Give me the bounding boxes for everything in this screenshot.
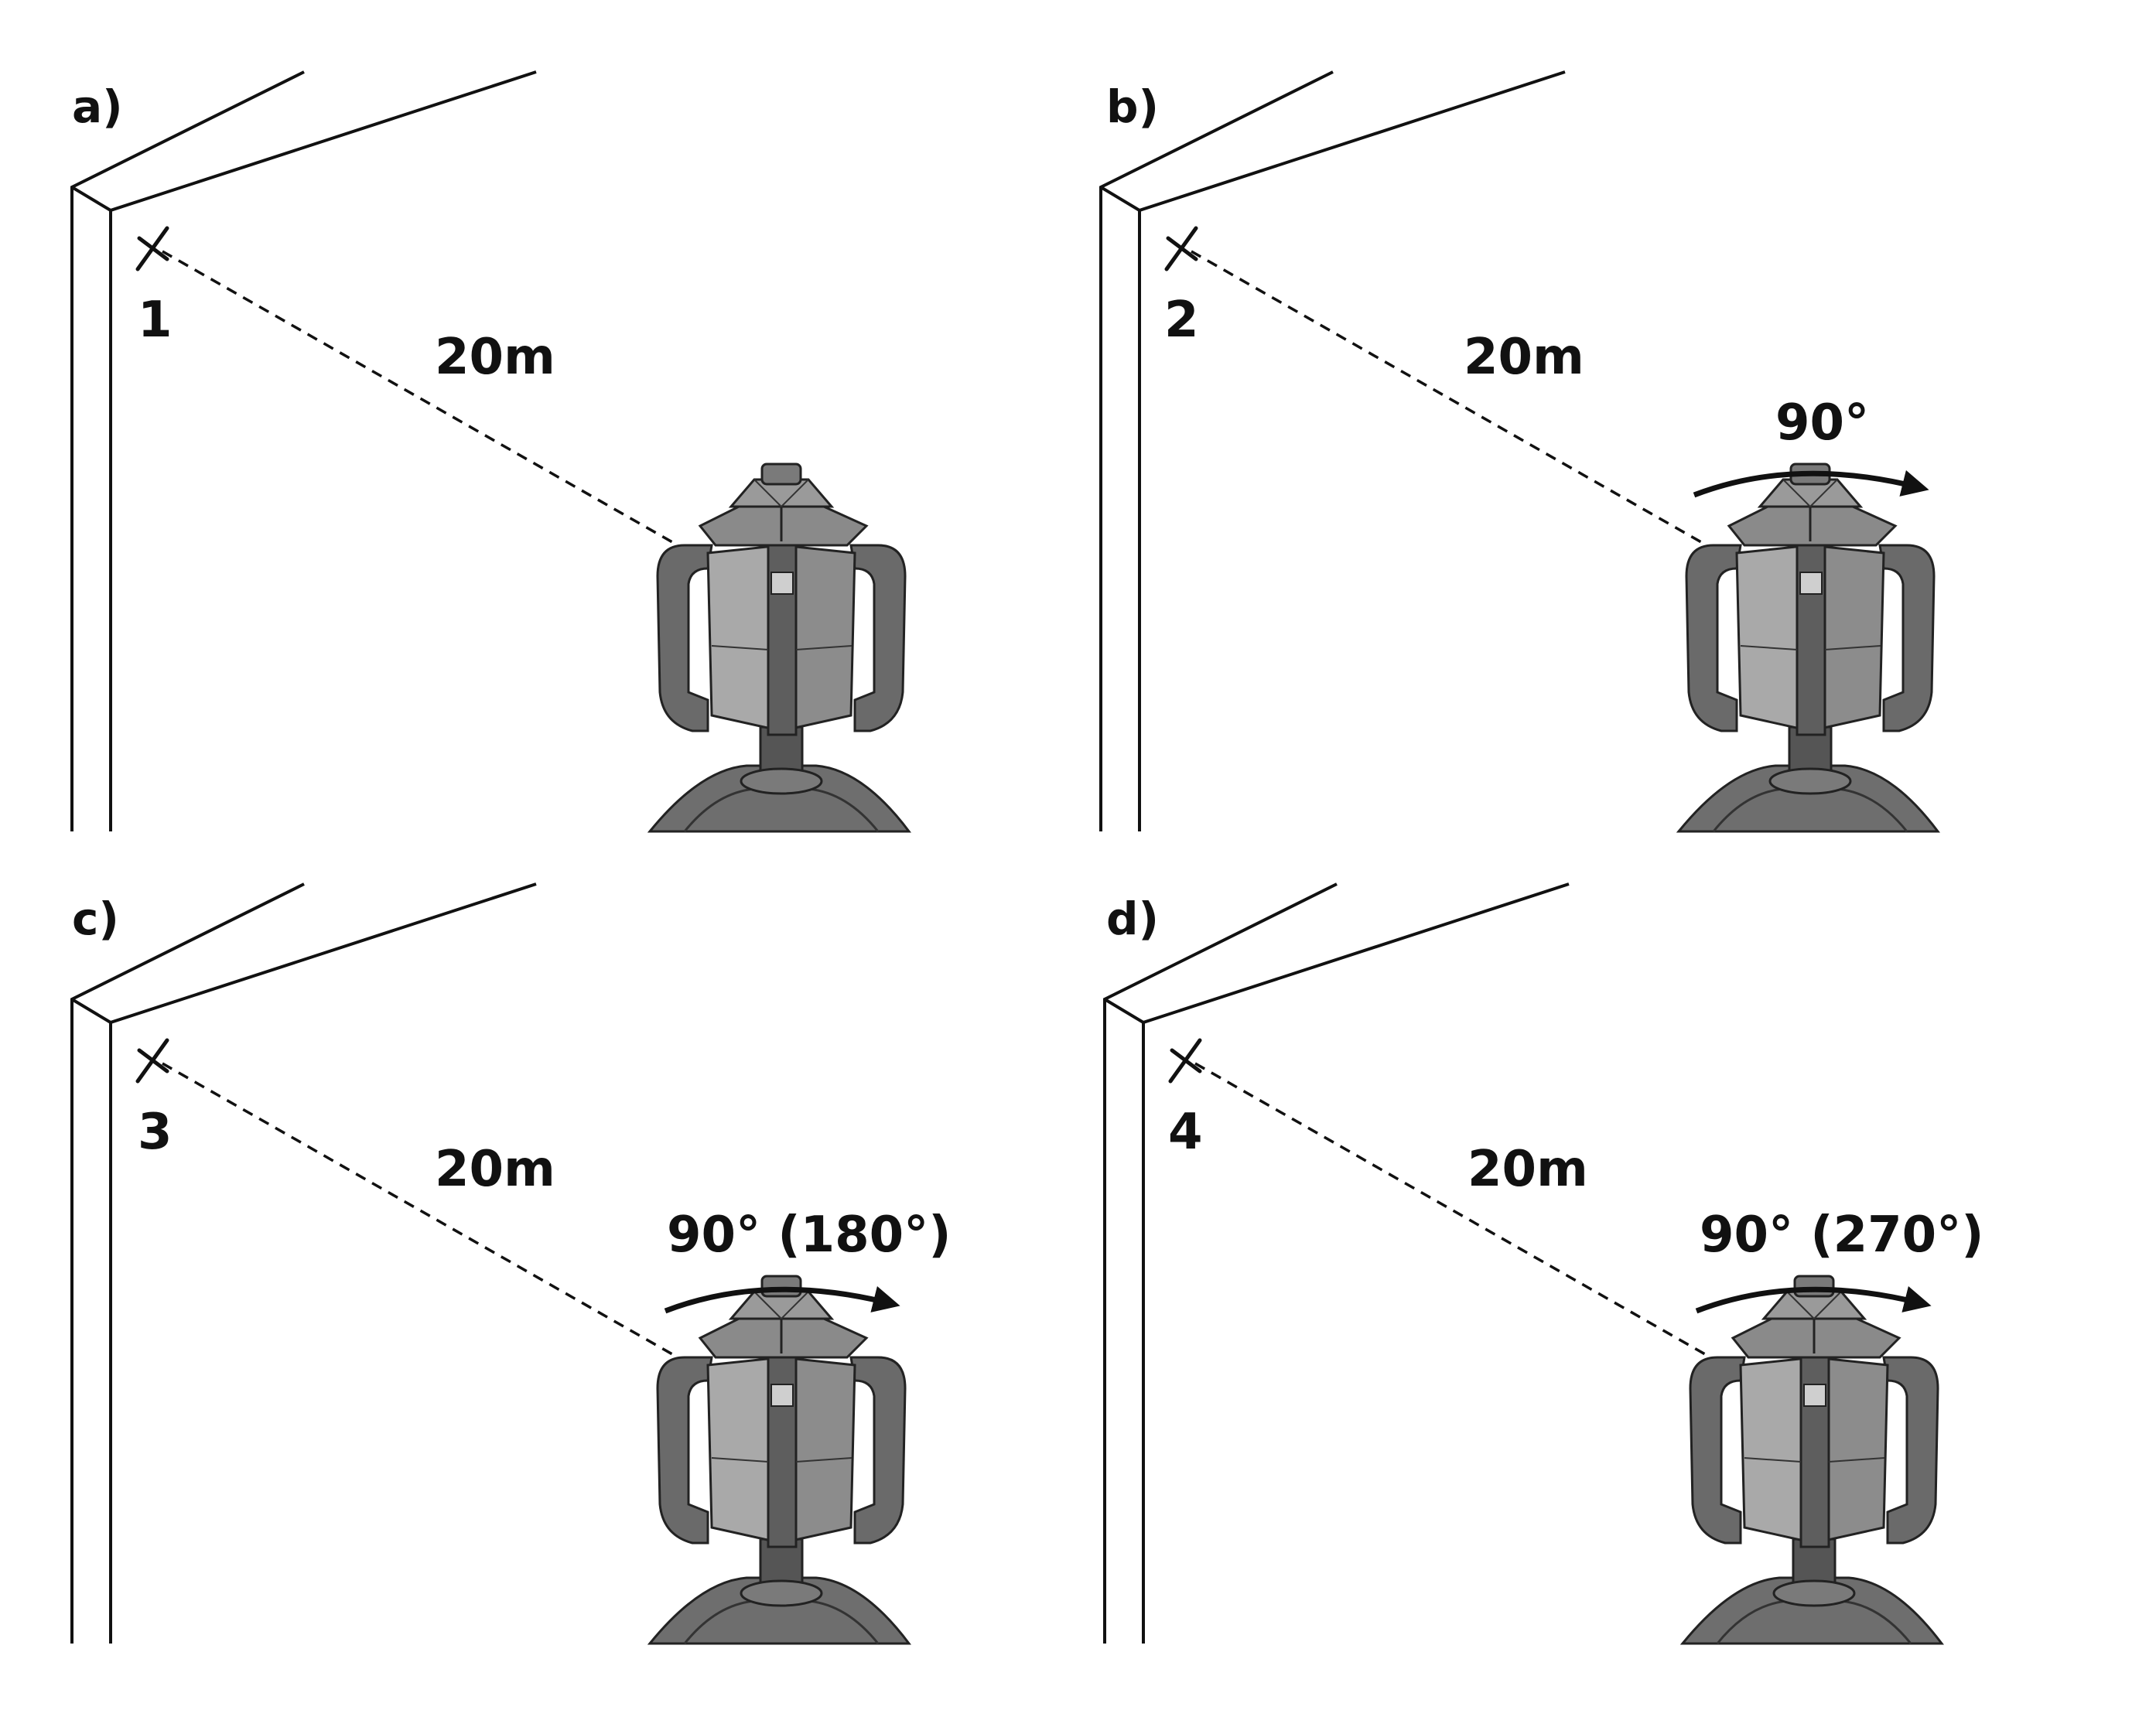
cross-mark-icon — [135, 226, 169, 271]
wall-corner — [70, 882, 537, 1644]
panel-label: b) — [1106, 80, 1159, 133]
point-number: 2 — [1164, 292, 1199, 349]
point-number: 3 — [138, 1104, 173, 1161]
rotation-arrow-icon — [664, 1285, 900, 1314]
rotary-laser-level-icon — [1677, 463, 1939, 833]
distance-label: 20m — [435, 1141, 555, 1198]
cross-mark-icon — [135, 1038, 169, 1084]
panel-b: b) 2 20m 90° — [1099, 70, 1939, 833]
rotation-arrow-icon — [1695, 1285, 1932, 1314]
panel-d: d) 4 20m 90° (270°) — [1103, 882, 1983, 1645]
rotation-angle-label: 90° (270°) — [1700, 1207, 1983, 1264]
panel-label: d) — [1106, 893, 1159, 945]
rotation-angle-label: 90° — [1775, 394, 1869, 452]
point-number: 1 — [138, 292, 173, 349]
wall-corner — [1099, 70, 1566, 831]
point-number: 4 — [1168, 1104, 1203, 1161]
rotary-laser-level-icon — [648, 1275, 911, 1645]
wall-corner — [1103, 882, 1570, 1644]
cross-mark-icon — [1168, 1038, 1202, 1084]
cross-mark-icon — [1164, 226, 1198, 271]
wall-corner — [70, 70, 537, 831]
distance-label: 20m — [435, 329, 555, 386]
rotary-laser-level-icon — [648, 463, 911, 833]
laser-beam — [162, 250, 712, 566]
rotation-angle-label: 90° (180°) — [667, 1207, 951, 1264]
laser-beam — [1191, 250, 1741, 566]
laser-beam — [162, 1062, 712, 1378]
rotary-laser-level-icon — [1681, 1275, 1943, 1645]
panel-c: c) 3 20m 90° (180°) — [70, 882, 951, 1645]
laser-beam — [1194, 1062, 1745, 1378]
rotation-arrow-icon — [1693, 469, 1929, 498]
panel-label: c) — [72, 893, 119, 945]
panel-label: a) — [72, 80, 123, 133]
distance-label: 20m — [1464, 329, 1584, 386]
distance-label: 20m — [1468, 1141, 1588, 1198]
panel-a: a) 1 20m — [70, 70, 911, 833]
